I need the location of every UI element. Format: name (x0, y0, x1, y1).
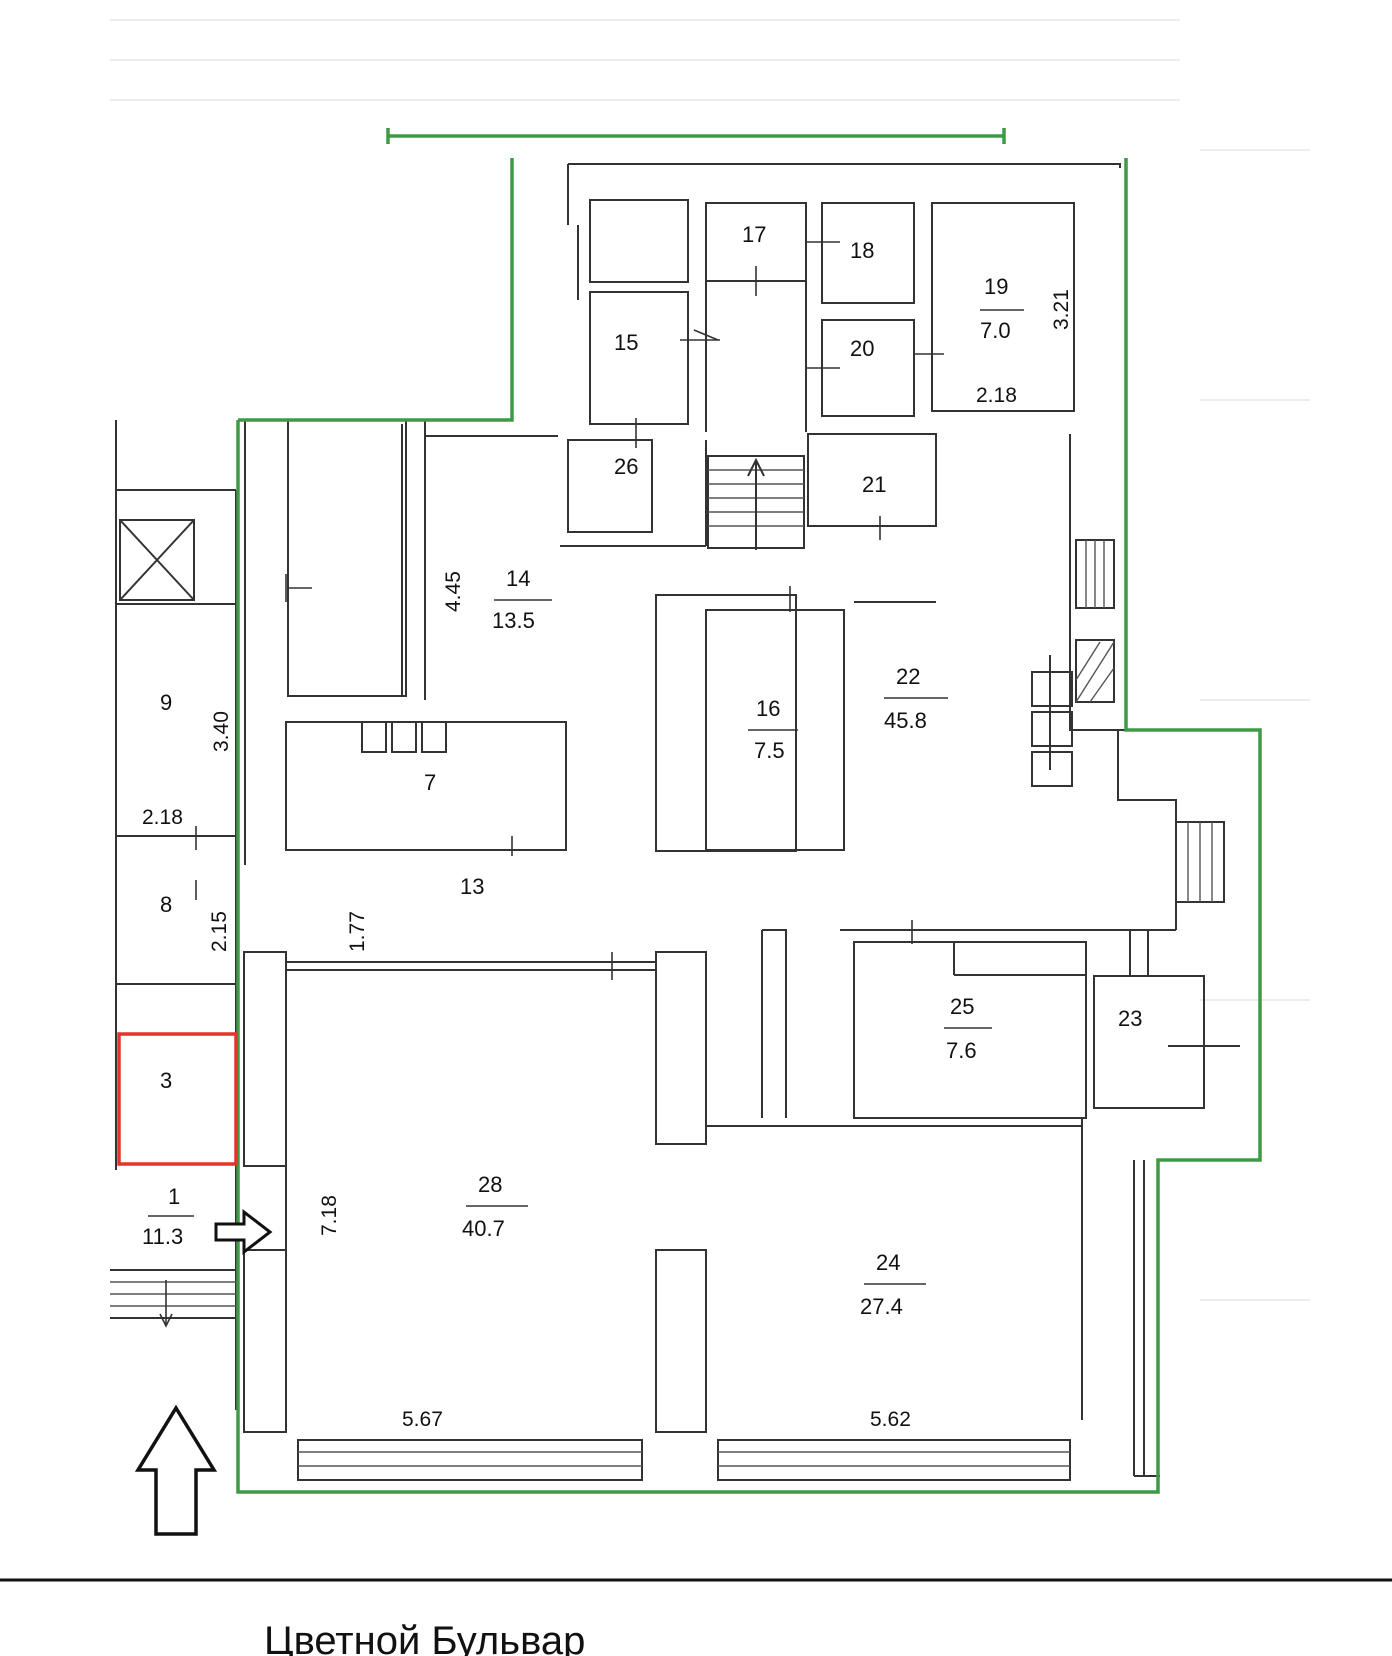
room-23-number: 23 (1118, 1006, 1142, 1031)
room-16-number: 16 (756, 696, 780, 721)
room-22-number: 22 (896, 664, 920, 689)
street-name: Цветной Бульвар (264, 1619, 585, 1656)
walls (110, 163, 1255, 1481)
scan-texture (110, 19, 1310, 1301)
room-13-number: 13 (460, 874, 484, 899)
room-14-area: 13.5 (492, 608, 535, 633)
room-20-number: 20 (850, 336, 874, 361)
room-14-number: 14 (506, 566, 530, 591)
room-1-number: 1 (168, 1184, 180, 1209)
dim-5-67: 5.67 (402, 1408, 443, 1431)
dim-5-62: 5.62 (870, 1408, 911, 1431)
dim-4-45: 4.45 (442, 571, 465, 612)
window-bottom-right (717, 1439, 1071, 1481)
dim-2-15: 2.15 (208, 911, 231, 952)
room-21-number: 21 (862, 472, 886, 497)
dim-3-40: 3.40 (210, 711, 233, 752)
room-28-area: 40.7 (462, 1216, 505, 1241)
room-25-number: 25 (950, 994, 974, 1019)
room-28-number: 28 (478, 1172, 502, 1197)
room-8-number: 8 (160, 892, 172, 917)
room-1-area: 11.3 (142, 1224, 183, 1249)
dimension-labels: 3.21 2.18 4.45 3.40 2.18 2.15 1.77 7.18 … (142, 289, 1073, 1431)
room-18-number: 18 (850, 238, 874, 263)
room-26-number: 26 (614, 454, 638, 479)
stairs-right-upper (1075, 539, 1115, 609)
room-3-number: 3 (160, 1068, 172, 1093)
room-17-number: 17 (742, 222, 766, 247)
street-side-arrow-icon (134, 1404, 218, 1536)
room-3-highlight (117, 1032, 238, 1166)
dim-2-18-left: 2.18 (142, 806, 183, 829)
room-15-number: 15 (614, 330, 638, 355)
room-19-area: 7.0 (980, 318, 1011, 343)
room-24-area: 27.4 (860, 1294, 903, 1319)
room-19-number: 19 (984, 274, 1008, 299)
dim-1-77: 1.77 (346, 911, 369, 952)
room-24-number: 24 (876, 1250, 900, 1275)
room-9-number: 9 (160, 690, 172, 715)
window-bottom-left (297, 1439, 643, 1481)
room-7-number: 7 (424, 770, 436, 795)
stair-arrow-icon (747, 457, 765, 550)
dim-7-18: 7.18 (318, 1195, 341, 1236)
room-16-area: 7.5 (754, 738, 785, 763)
property-outline (236, 128, 1262, 1494)
room-labels: 17 18 19 7.0 15 20 26 21 14 13.5 22 45.8… (142, 222, 1142, 1319)
dim-3-21: 3.21 (1050, 289, 1073, 330)
entrance-arrow-icon (214, 1208, 273, 1256)
stairs-right-lower (1175, 821, 1225, 903)
room-22-area: 45.8 (884, 708, 927, 733)
room-25-area: 7.6 (946, 1038, 977, 1063)
dim-2-18-top: 2.18 (976, 384, 1017, 407)
